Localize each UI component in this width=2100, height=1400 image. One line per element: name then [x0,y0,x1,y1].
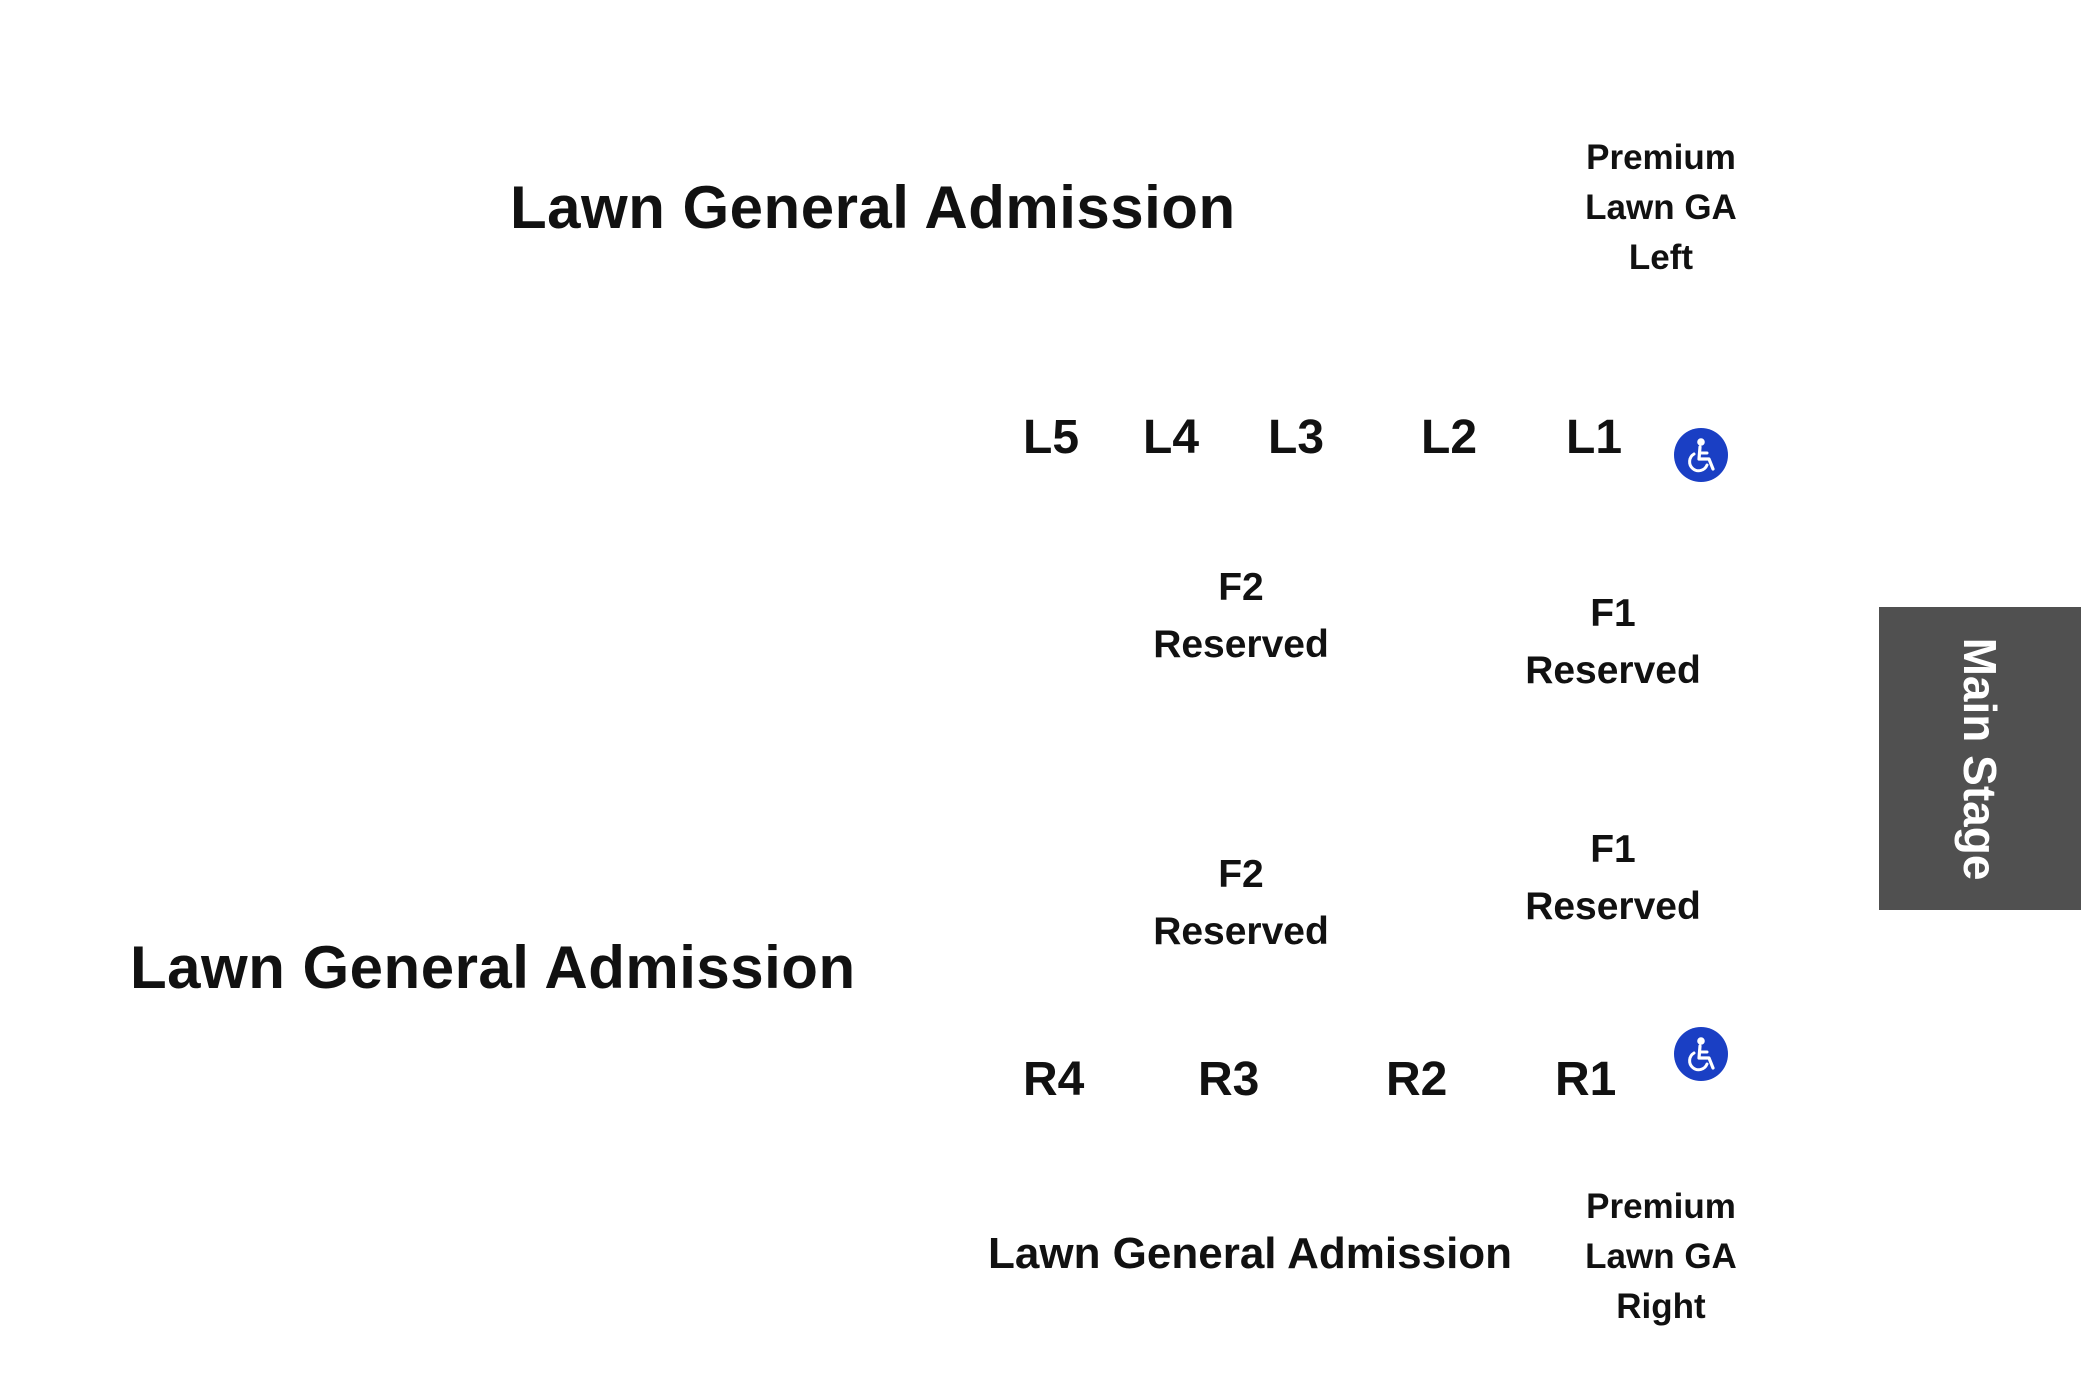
f2-reserved-upper[interactable]: F2 Reserved [1121,559,1361,673]
premium-left-line-3: Left [1628,238,1694,277]
section-l5[interactable]: L5 [1023,411,1080,464]
section-l2[interactable]: L2 [1421,411,1478,464]
premium-left-line-2: Lawn GA [1585,188,1737,227]
f1-lower-type: Reserved [1525,885,1701,928]
f1-upper-type: Reserved [1525,649,1701,692]
main-stage[interactable]: Main Stage [1879,607,2081,910]
lawn-general-admission-bottom[interactable]: Lawn General Admission [988,1229,1513,1278]
f1-reserved-upper[interactable]: F1 Reserved [1493,585,1733,699]
main-stage-label: Main Stage [1954,637,2006,880]
premium-lawn-ga-right[interactable]: Premium Lawn GA Right [1541,1182,1781,1332]
premium-right-line-2: Lawn GA [1585,1237,1737,1276]
section-r3[interactable]: R3 [1198,1053,1260,1106]
wheelchair-icon-glyph [1688,1037,1715,1072]
wheelchair-icon[interactable] [1674,1027,1728,1081]
f1-lower-code: F1 [1590,828,1636,871]
premium-right-line-3: Right [1616,1287,1706,1326]
lawn-general-admission-top[interactable]: Lawn General Admission [510,174,1236,241]
f2-lower-type: Reserved [1153,910,1329,953]
section-r2[interactable]: R2 [1386,1053,1448,1106]
f1-reserved-lower[interactable]: F1 Reserved [1493,821,1733,935]
premium-lawn-ga-left[interactable]: Premium Lawn GA Left [1541,133,1781,283]
wheelchair-icon[interactable] [1674,428,1728,482]
premium-right-line-1: Premium [1586,1187,1736,1226]
premium-left-line-1: Premium [1586,138,1736,177]
section-r4[interactable]: R4 [1023,1053,1085,1106]
section-r1[interactable]: R1 [1555,1053,1617,1106]
lawn-general-admission-left[interactable]: Lawn General Admission [130,934,856,1001]
f2-upper-type: Reserved [1153,623,1329,666]
f2-lower-code: F2 [1218,853,1264,896]
section-l4[interactable]: L4 [1143,411,1200,464]
f1-upper-code: F1 [1590,592,1636,635]
section-l1[interactable]: L1 [1566,411,1623,464]
f2-reserved-lower[interactable]: F2 Reserved [1121,846,1361,960]
section-l3[interactable]: L3 [1268,411,1325,464]
wheelchair-icon-glyph [1688,438,1715,473]
f2-upper-code: F2 [1218,566,1264,609]
